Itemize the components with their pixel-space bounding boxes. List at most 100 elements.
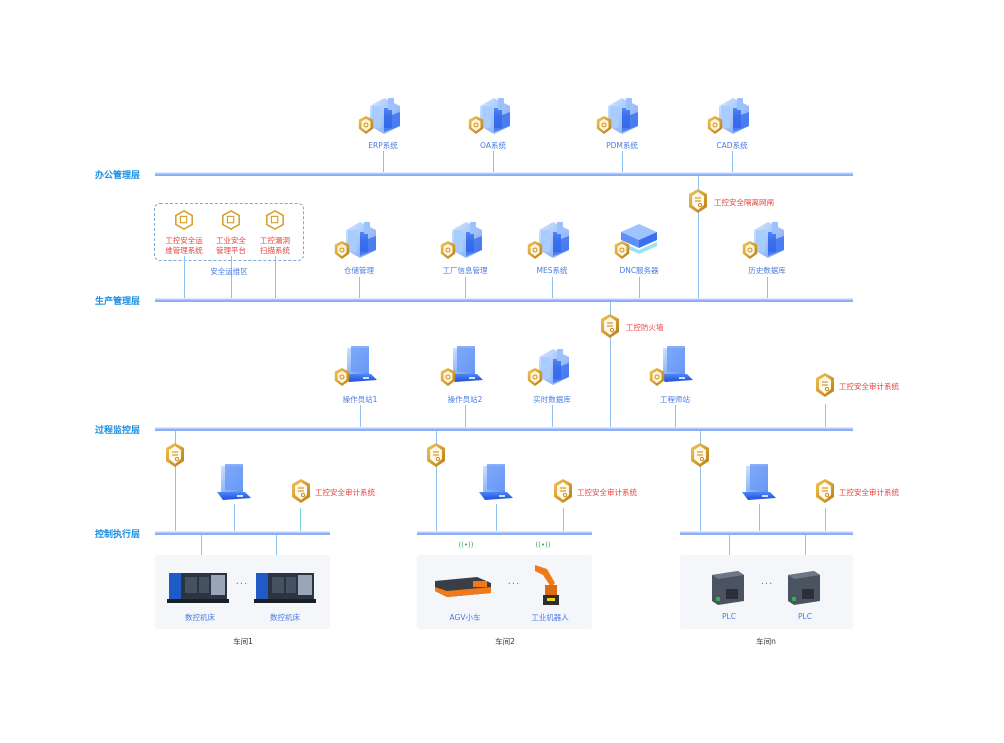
security-ops-zone: [154, 203, 304, 261]
workshop-n: PLC ··· PLC: [680, 555, 853, 629]
connector-line: [465, 277, 466, 298]
ellipsis: ···: [235, 579, 249, 590]
shield-icon: [333, 367, 351, 387]
node-label: MES系统: [536, 266, 568, 275]
connector-line: [234, 504, 235, 531]
firewall-icon[interactable]: [689, 442, 711, 468]
firewall-icon[interactable]: [425, 442, 447, 468]
connector-line: [359, 277, 360, 298]
firewall-icon[interactable]: [164, 442, 186, 468]
ellipsis: ···: [507, 579, 521, 590]
node-label: DNC服务器: [619, 266, 659, 275]
shield-icon: [526, 367, 544, 387]
workshop-2: AGV小车 ··· 工业机器人: [417, 555, 592, 629]
cnc-machine-icon[interactable]: [167, 569, 231, 605]
workshop-name: 车间1: [233, 637, 253, 646]
layer-label-process: 过程监控层: [95, 426, 141, 436]
shield-icon: [439, 367, 457, 387]
connector-line: [698, 176, 699, 298]
audit-label: 工控安全审计系统: [577, 488, 637, 497]
connector-line: [825, 404, 826, 427]
connector-line: [465, 405, 466, 427]
node-label: 操作员站1: [342, 395, 378, 404]
device-label: PLC: [722, 612, 736, 621]
connector-line: [275, 256, 276, 298]
industrial-robot-icon[interactable]: [529, 561, 565, 607]
connector-line: [639, 277, 640, 298]
connector-line: [201, 535, 202, 555]
control-bus-line-n: [680, 531, 853, 535]
device-label: 数控机床: [270, 613, 300, 622]
connector-line: [360, 405, 361, 427]
shield-icon: [648, 367, 666, 387]
audit-label: 工控安全审计系统: [839, 382, 899, 391]
node-label: 工程师站: [660, 395, 690, 404]
shield-icon: [357, 115, 375, 135]
wireless-icon: ((•)): [458, 541, 474, 549]
audit-label: 工控安全审计系统: [315, 488, 375, 497]
node-label: ERP系统: [368, 141, 398, 150]
workshop-name: 车间n: [756, 637, 776, 646]
node-label: 历史数据库: [748, 266, 786, 275]
audit-icon: [814, 372, 836, 398]
device-label: PLC: [798, 612, 812, 621]
gateway-label: 工控安全隔离网闸: [714, 198, 774, 207]
shield-icon: [526, 240, 544, 260]
zone-item-label: 工控安全运维管理系统: [165, 236, 203, 255]
firewall-label: 工控防火墙: [626, 323, 664, 332]
layer-label-control: 控制执行层: [95, 530, 141, 540]
node-label: OA系统: [480, 141, 506, 150]
device-label: 数控机床: [185, 613, 215, 622]
shield-icon: [439, 240, 457, 260]
connector-line: [383, 151, 384, 172]
ops-management-icon: [174, 210, 194, 230]
shield-icon: [595, 115, 613, 135]
agv-icon[interactable]: [433, 573, 493, 601]
shield-icon: [613, 240, 631, 260]
cnc-machine-icon[interactable]: [254, 569, 318, 605]
control-bus-line-1: [155, 531, 330, 535]
node-label: 工厂信息管理: [442, 266, 488, 275]
office-bus-line: [155, 172, 853, 176]
shield-icon: [333, 240, 351, 260]
connector-line: [732, 151, 733, 172]
audit-icon[interactable]: [290, 478, 312, 504]
audit-label: 工控安全审计系统: [839, 488, 899, 497]
connector-line: [563, 508, 564, 531]
shield-icon: [706, 115, 724, 135]
gateway-icon: [687, 188, 709, 214]
control-bus-line-2: [417, 531, 592, 535]
connector-line: [675, 405, 676, 427]
workstation-icon[interactable]: [473, 460, 517, 504]
connector-line: [622, 151, 623, 172]
connector-line: [300, 508, 301, 531]
platform-icon: [221, 210, 241, 230]
plc-icon[interactable]: [708, 567, 748, 607]
connector-line: [729, 535, 730, 555]
connector-line: [496, 504, 497, 531]
workshop-name: 车间2: [495, 637, 515, 646]
scan-icon: [265, 210, 285, 230]
audit-icon[interactable]: [814, 478, 836, 504]
zone-item-label: 工业安全管理平台: [216, 236, 246, 255]
connector-line: [767, 277, 768, 298]
process-bus-line: [155, 427, 853, 431]
zone-item-label: 工控漏洞扫描系统: [260, 236, 290, 255]
connector-line: [231, 256, 232, 298]
node-label: PDM系统: [606, 141, 638, 150]
security-zone-label: 安全运维区: [210, 267, 248, 276]
connector-line: [276, 535, 277, 555]
plc-icon[interactable]: [784, 567, 824, 607]
shield-icon: [741, 240, 759, 260]
connector-line: [184, 256, 185, 298]
wireless-icon: ((•)): [535, 541, 551, 549]
audit-icon[interactable]: [552, 478, 574, 504]
workstation-icon[interactable]: [736, 460, 780, 504]
device-label: AGV小车: [449, 613, 481, 622]
node-label: CAD系统: [716, 141, 748, 150]
connector-line: [552, 405, 553, 427]
node-label: 实时数据库: [533, 395, 571, 404]
production-bus-line: [155, 298, 853, 302]
workstation-icon[interactable]: [211, 460, 255, 504]
connector-line: [436, 431, 437, 531]
